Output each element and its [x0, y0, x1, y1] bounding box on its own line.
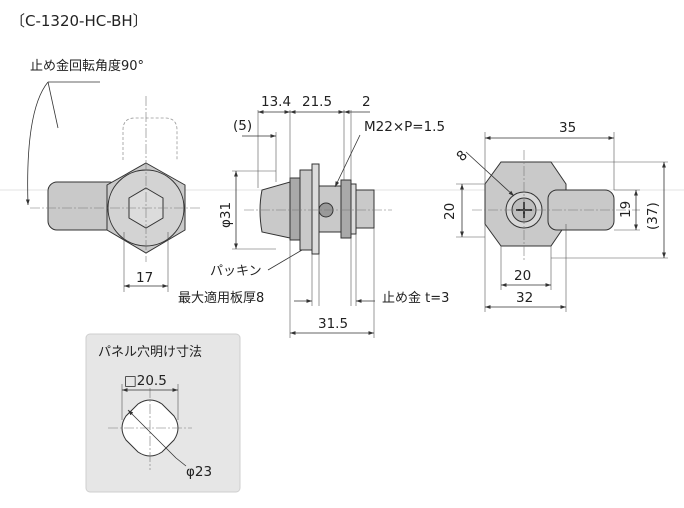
right-back-view: 35 8 20 19 (37) 20 32 — [442, 120, 668, 312]
stopper-plate — [350, 183, 357, 235]
dim-20-bottom: 20 — [514, 268, 531, 284]
cutout-square-dim: □20.5 — [124, 373, 167, 389]
hex-width-dim: 17 — [136, 270, 153, 286]
dim-2: 2 — [362, 94, 371, 110]
dim-35: 35 — [559, 120, 576, 136]
threaded-end — [355, 189, 375, 229]
max-panel-thickness-label: 最大適用板厚8 — [178, 290, 264, 306]
panel-cutout-title: パネル穴明け寸法 — [98, 345, 202, 360]
rotation-angle-label: 止め金回転角度90° — [30, 58, 144, 74]
dim-8: 8 — [454, 147, 471, 164]
flange — [289, 177, 301, 241]
dim-phi31: φ31 — [218, 202, 234, 228]
panel-section — [311, 163, 320, 255]
nut — [340, 179, 352, 239]
thread-spec: M22×P=1.5 — [364, 119, 445, 135]
panel-cutout-box: パネル穴明け寸法 □20.5 φ23 — [85, 333, 241, 493]
model-title: 〔C-1320-HC-BH〕 — [10, 12, 148, 30]
dim-5: (5) — [233, 118, 252, 134]
rotated-stopper-ghost — [122, 117, 178, 160]
stopper-thickness-label: 止め金 t=3 — [382, 290, 449, 306]
dim-13-4: 13.4 — [261, 94, 291, 110]
dim-37: (37) — [645, 202, 661, 230]
dim-19: 19 — [618, 201, 634, 218]
left-front-view: 止め金回転角度90° 17 — [25, 58, 200, 292]
handle-knob — [259, 181, 291, 239]
side-view: 13.4 21.5 2 (5) M22×P=1.5 φ31 パッキン 最大適用板… — [178, 94, 449, 338]
dim-32: 32 — [516, 290, 533, 306]
dim-21-5: 21.5 — [302, 94, 332, 110]
packing-label: パッキン — [210, 264, 262, 279]
cutout-dia-dim: φ23 — [186, 464, 212, 480]
dim-31-5: 31.5 — [318, 316, 348, 332]
dim-20-left: 20 — [442, 203, 458, 220]
